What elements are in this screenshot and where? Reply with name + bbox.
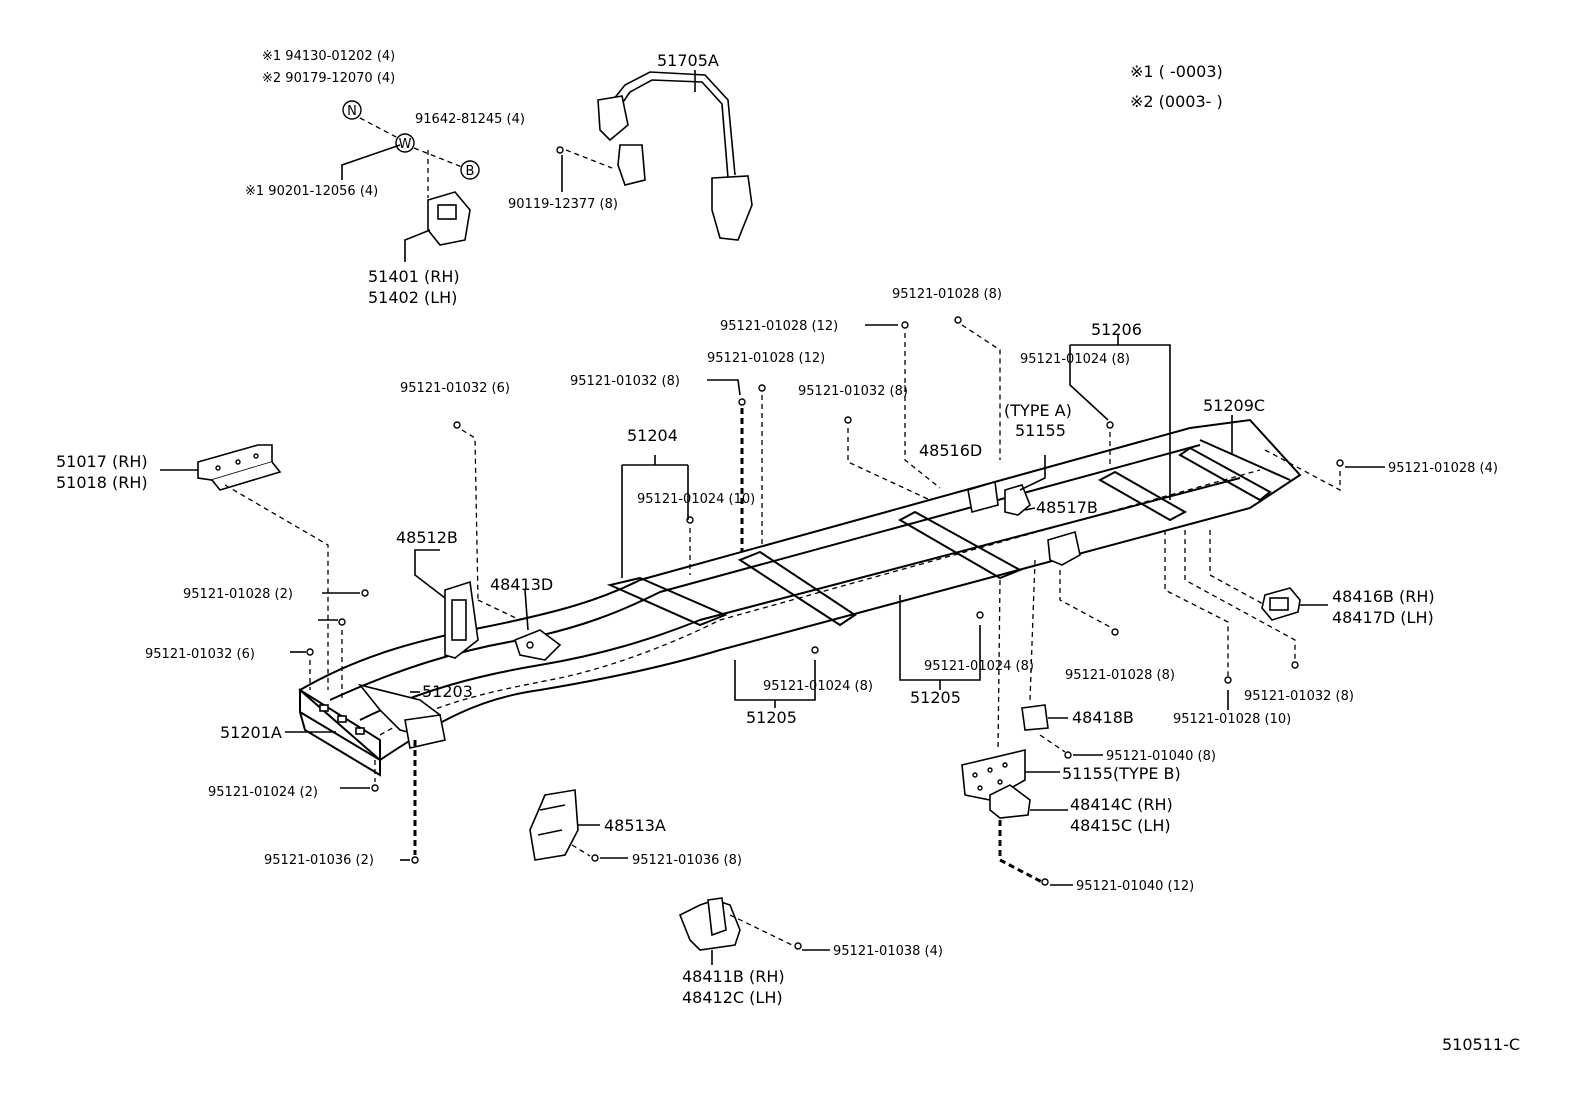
label-bracket-lh: 51402 (LH) bbox=[368, 288, 457, 307]
part-labels: ※1 ( -0003) ※2 (0003- ) ※1 94130-01202 (… bbox=[56, 49, 1520, 1054]
symbol-n: N bbox=[347, 104, 357, 119]
bracket-48411b bbox=[678, 897, 741, 951]
label-n1: ※1 94130-01202 (4) bbox=[262, 49, 395, 64]
label-01028-8a: 95121-01028 (8) bbox=[892, 287, 1002, 302]
label-01040-8: 95121-01040 (8) bbox=[1106, 749, 1216, 764]
label-01032-6b: 95121-01032 (6) bbox=[145, 647, 255, 662]
bracket-48416b bbox=[1261, 587, 1301, 621]
label-51155a: 51155 bbox=[1015, 421, 1066, 440]
bolts bbox=[306, 146, 1344, 950]
label-01038-4: 95121-01038 (4) bbox=[833, 944, 943, 959]
label-w-washer: 91642-81245 (4) bbox=[415, 112, 525, 127]
label-01036-2: 95121-01036 (2) bbox=[264, 853, 374, 868]
label-48411b: 48411B (RH) bbox=[682, 967, 785, 986]
bracket-48413d bbox=[514, 629, 562, 661]
label-guard-bolt: 90119-12377 (8) bbox=[508, 197, 618, 212]
label-51203: 51203 bbox=[422, 682, 473, 701]
bracket-51155a bbox=[1004, 484, 1031, 516]
circle-symbols: N W B bbox=[342, 100, 480, 180]
bracket-48414c bbox=[989, 784, 1031, 819]
label-48517b: 48517B bbox=[1036, 498, 1098, 517]
label-51204: 51204 bbox=[627, 426, 678, 445]
bracket-48512b bbox=[444, 580, 479, 659]
label-01024-2: 95121-01024 (2) bbox=[208, 785, 318, 800]
label-51205b: 51205 bbox=[910, 688, 961, 707]
label-51201a: 51201A bbox=[220, 723, 282, 742]
bracket-48517b bbox=[1047, 530, 1081, 566]
legend-note-1: ※1 ( -0003) bbox=[1130, 62, 1223, 81]
label-n2: ※2 90179-12070 (4) bbox=[262, 71, 395, 86]
label-guard: 51705A bbox=[657, 51, 719, 70]
label-type-a: (TYPE A) bbox=[1004, 401, 1072, 420]
bracket-48418b bbox=[1021, 704, 1049, 731]
bracket-48516d bbox=[967, 480, 999, 513]
label-01024-8a: 95121-01024 (8) bbox=[763, 679, 873, 694]
label-51155b: 51155(TYPE B) bbox=[1062, 764, 1181, 783]
label-01032-6: 95121-01032 (6) bbox=[400, 381, 510, 396]
label-01028-2: 95121-01028 (2) bbox=[183, 587, 293, 602]
label-01028-4: 95121-01028 (4) bbox=[1388, 461, 1498, 476]
chassis-frame bbox=[298, 418, 1302, 777]
label-48412c: 48412C (LH) bbox=[682, 988, 783, 1007]
label-01028-12b: 95121-01028 (12) bbox=[720, 319, 838, 334]
label-01032-8a: 95121-01032 (8) bbox=[570, 374, 680, 389]
bracket-51401 bbox=[427, 191, 471, 246]
label-48513a: 48513A bbox=[604, 816, 666, 835]
label-51017: 51017 (RH) bbox=[56, 452, 148, 471]
symbol-b: B bbox=[466, 164, 475, 179]
diagram-id: 510511-C bbox=[1442, 1035, 1520, 1054]
label-48416b: 48416B (RH) bbox=[1332, 587, 1435, 606]
label-w-bolt: ※1 90201-12056 (4) bbox=[245, 184, 378, 199]
label-51018: 51018 (RH) bbox=[56, 473, 148, 492]
label-48512b: 48512B bbox=[396, 528, 458, 547]
label-01040-12: 95121-01040 (12) bbox=[1076, 879, 1194, 894]
label-01032-8b: 95121-01032 (8) bbox=[798, 384, 908, 399]
label-48415c: 48415C (LH) bbox=[1070, 816, 1171, 835]
label-51206: 51206 bbox=[1091, 320, 1142, 339]
label-48417d: 48417D (LH) bbox=[1332, 608, 1434, 627]
symbol-w: W bbox=[399, 137, 412, 152]
label-bracket-rh: 51401 (RH) bbox=[368, 267, 460, 286]
label-01032-8c: 95121-01032 (8) bbox=[1244, 689, 1354, 704]
label-48413d: 48413D bbox=[490, 575, 553, 594]
leader-lines bbox=[160, 70, 1385, 965]
guard-51705a bbox=[597, 71, 753, 241]
label-48414c: 48414C (RH) bbox=[1070, 795, 1173, 814]
label-01036-8: 95121-01036 (8) bbox=[632, 853, 742, 868]
label-01028-8b: 95121-01028 (8) bbox=[1065, 668, 1175, 683]
label-51209c: 51209C bbox=[1203, 396, 1265, 415]
label-48516d: 48516D bbox=[919, 441, 982, 460]
legend-note-2: ※2 (0003- ) bbox=[1130, 92, 1223, 111]
bracket-48513a bbox=[529, 789, 579, 861]
label-01028-10: 95121-01028 (10) bbox=[1173, 712, 1291, 727]
bracket-51017 bbox=[197, 444, 282, 491]
label-51205a: 51205 bbox=[746, 708, 797, 727]
label-01024-8b: 95121-01024 (8) bbox=[924, 659, 1034, 674]
label-01024-10: 95121-01024 (10) bbox=[637, 492, 755, 507]
label-01024-8c: 95121-01024 (8) bbox=[1020, 352, 1130, 367]
label-01028-12a: 95121-01028 (12) bbox=[707, 351, 825, 366]
label-48418b: 48418B bbox=[1072, 708, 1134, 727]
